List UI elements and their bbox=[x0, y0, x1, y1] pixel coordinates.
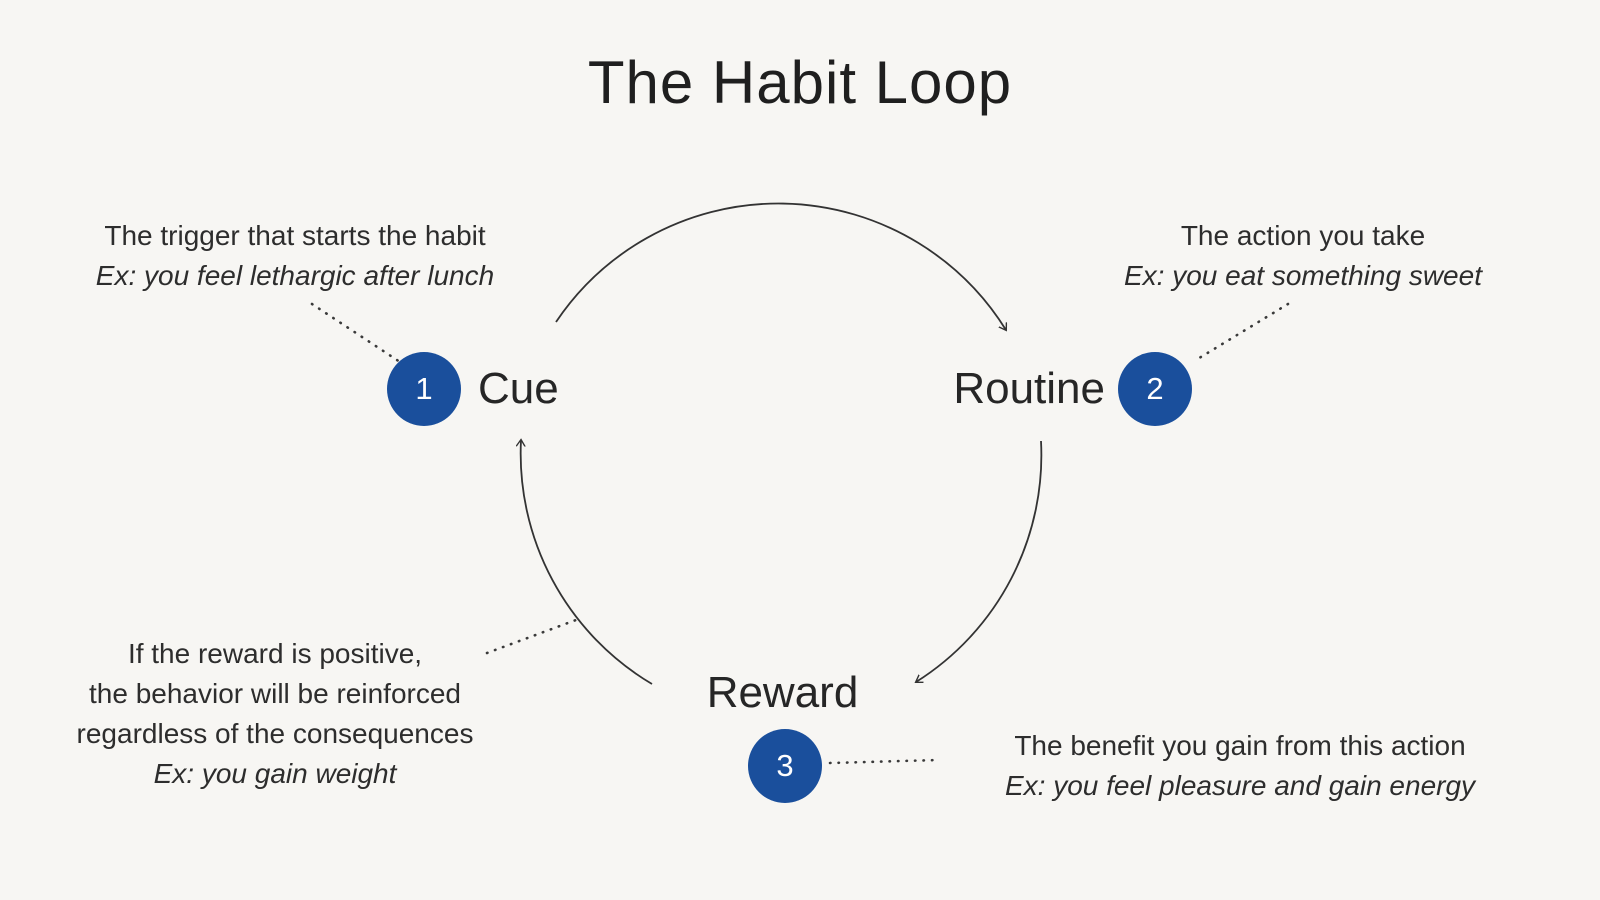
reward-annotation: The benefit you gain from this action Ex… bbox=[950, 726, 1530, 806]
reward-node-circle: 3 bbox=[748, 729, 822, 803]
arc-cue-to-routine bbox=[555, 202, 1006, 330]
diagram-title: The Habit Loop bbox=[587, 49, 1013, 116]
reinforcement-note-line: the behavior will be reinforced bbox=[89, 678, 461, 709]
cue-node-number: 1 bbox=[415, 371, 433, 406]
arc-routine-to-reward bbox=[916, 440, 1043, 682]
cue-leader-line bbox=[310, 302, 402, 364]
routine-node-circle: 2 bbox=[1118, 352, 1192, 426]
routine-node-number: 2 bbox=[1146, 371, 1164, 406]
reinforcement-note-example: Ex: you gain weight bbox=[153, 758, 397, 789]
reinforcement-leader-line bbox=[485, 618, 578, 655]
reward-annotation-example: Ex: you feel pleasure and gain energy bbox=[1004, 770, 1476, 801]
reward-annotation-line: The benefit you gain from this action bbox=[1014, 730, 1466, 761]
cue-node-circle: 1 bbox=[387, 352, 461, 426]
routine-annotation-line: The action you take bbox=[1180, 220, 1426, 251]
cue-annotation: The trigger that starts the habit Ex: yo… bbox=[50, 216, 540, 296]
routine-node-label: Routine bbox=[953, 364, 1105, 413]
routine-annotation: The action you take Ex: you eat somethin… bbox=[1058, 216, 1548, 296]
reinforcement-note-line: If the reward is positive, bbox=[127, 638, 423, 669]
reinforcement-note-line: regardless of the consequences bbox=[76, 718, 474, 749]
routine-annotation-example: Ex: you eat something sweet bbox=[1124, 260, 1482, 291]
reinforcement-note: If the reward is positive, the behavior … bbox=[20, 634, 530, 794]
arc-reward-to-cue bbox=[521, 440, 653, 685]
routine-leader-line bbox=[1194, 302, 1290, 362]
reward-leader-line bbox=[828, 758, 940, 765]
cue-annotation-line: The trigger that starts the habit bbox=[104, 220, 486, 251]
reward-node-label: Reward bbox=[706, 668, 859, 717]
cue-node-label: Cue bbox=[478, 364, 559, 413]
reward-node-number: 3 bbox=[776, 748, 794, 783]
cue-annotation-example: Ex: you feel lethargic after lunch bbox=[95, 260, 495, 291]
